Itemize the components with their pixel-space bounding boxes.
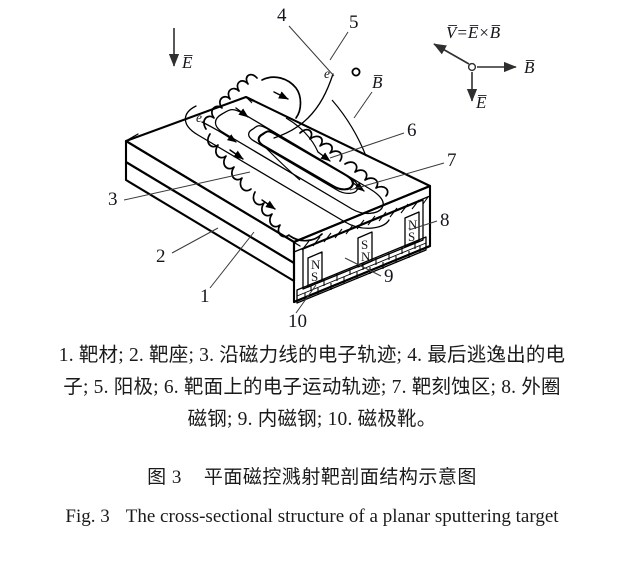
magnet-inner-south: S <box>361 237 368 252</box>
magnet-inner-north: N <box>361 249 371 264</box>
leader-6 <box>329 132 405 159</box>
e-field-label: E̅ <box>181 53 193 72</box>
left-face-fold-1 <box>134 146 301 247</box>
vector-relation-label: V̅=E̅×B̅ <box>446 23 501 42</box>
callout-number-3: 3 <box>108 189 118 210</box>
callout-number-5: 5 <box>349 12 359 33</box>
velocity-vector-arrow-icon <box>433 43 470 65</box>
callout-number-4: 4 <box>277 5 287 26</box>
callout-group: 4 5 B̅ 6 7 8 9 <box>108 5 457 332</box>
target-thickness-band <box>293 185 431 253</box>
vector-legend: V̅=E̅×B̅ B̅ E̅ <box>433 23 535 112</box>
center-pole-ridge <box>257 130 355 191</box>
target-assembly-body: N S S N N S <box>124 73 432 304</box>
magnet-outer-left-south: S <box>311 269 318 284</box>
block-bottom-edge <box>292 244 432 304</box>
leader-b-field <box>353 91 373 119</box>
figure-title-chinese: 图 3 平面磁控溅射靶剖面结构示意图 <box>0 462 624 489</box>
vector-e-label: E̅ <box>475 93 487 112</box>
electron-trajectory-group <box>201 73 389 242</box>
magnet-outer-right: N S <box>404 211 420 248</box>
leader-5 <box>329 31 349 61</box>
magnet-outer-right-south: S <box>408 229 415 244</box>
magnet-outer-left: N S <box>307 251 323 288</box>
leader-9 <box>344 257 382 277</box>
figure-title-english: Fig. 3 The cross-sectional structure of a… <box>0 506 624 528</box>
leader-10 <box>295 284 317 314</box>
vector-b-label: B̅ <box>524 58 535 77</box>
leader-8 <box>408 220 438 231</box>
electron-label-surface: e <box>196 110 202 125</box>
target-surface-rim <box>184 105 390 229</box>
magnet-outer-right-north: N <box>408 217 418 232</box>
leader-3 <box>123 171 251 201</box>
e-field-indicator: E̅ <box>168 28 193 72</box>
leader-4 <box>288 25 335 77</box>
figure-number-english: Fig. 3 <box>65 506 110 527</box>
leader-2 <box>171 227 219 254</box>
magnetic-field-lines <box>263 99 367 181</box>
legend-line-2: 子; 5. 阳极; 6. 靶面上的电子运动轨迹; 7. 靶刻蚀区; 8. 外圈 <box>63 377 561 398</box>
legend-line-3: 磁钢; 9. 内磁钢; 10. 磁极靴。 <box>187 409 437 430</box>
callout-number-8: 8 <box>440 210 450 231</box>
anode-rod <box>303 42 361 77</box>
callout-number-6: 6 <box>407 120 417 141</box>
sputtering-target-svg: V̅=E̅×B̅ B̅ E̅ E̅ e <box>108 5 535 332</box>
erosion-racetrack-outer <box>214 108 384 215</box>
vector-origin-icon <box>467 62 477 72</box>
backing-plate-left-face <box>124 160 296 283</box>
diagram-illustration: V̅=E̅×B̅ B̅ E̅ E̅ e <box>108 5 535 332</box>
electron-label-top: e <box>324 66 330 81</box>
figure-title-text-english: The cross-sectional structure of a plana… <box>125 506 559 527</box>
figure-title-text-chinese: 平面磁控溅射靶剖面结构示意图 <box>203 467 477 488</box>
component-legend: 1. 靶材; 2. 靶座; 3. 沿磁力线的电子轨迹; 4. 最后逃逸出的电 子… <box>0 340 624 436</box>
magnet-inner-center: S N <box>357 231 373 268</box>
anode-rod-end-icon <box>351 67 361 77</box>
b-field-label: B̅ <box>372 73 383 92</box>
leader-1 <box>209 231 255 289</box>
leader-7 <box>349 162 445 191</box>
magnet-group: N S S N N S <box>307 211 420 288</box>
caption-block: 1. 靶材; 2. 靶座; 3. 沿磁力线的电子轨迹; 4. 最后逃逸出的电 子… <box>0 340 624 528</box>
target-band-hatching <box>301 196 429 251</box>
left-face-fold-2 <box>125 133 139 142</box>
escaping-electron-path: e <box>273 66 334 139</box>
callout-number-2: 2 <box>156 246 166 267</box>
callout-number-7: 7 <box>447 150 457 171</box>
magnet-outer-left-north: N <box>311 257 321 272</box>
figure-number-chinese: 图 3 <box>147 467 182 488</box>
callout-number-10: 10 <box>288 311 307 332</box>
legend-line-1: 1. 靶材; 2. 靶座; 3. 沿磁力线的电子轨迹; 4. 最后逃逸出的电 <box>58 345 566 366</box>
callout-number-1: 1 <box>200 286 210 307</box>
callout-number-9: 9 <box>384 266 394 287</box>
